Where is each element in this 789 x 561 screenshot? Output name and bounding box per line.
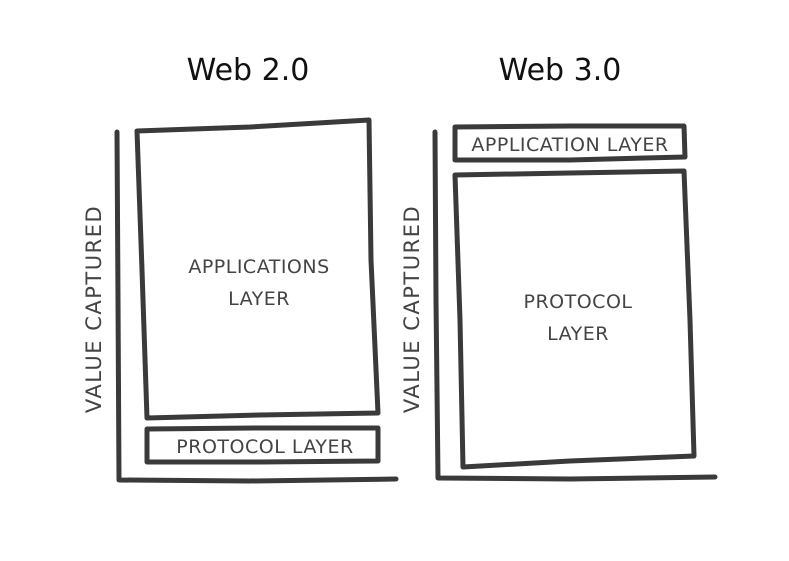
web2-panel: Web 2.0 VALUE CAPTURED APPLICATIONS LAYE…	[82, 53, 399, 484]
web3-protocol-layer-label-line2: LAYER	[547, 323, 609, 345]
web2-title: Web 2.0	[187, 53, 310, 88]
web2-axis-label: VALUE CAPTURED	[82, 205, 106, 413]
web3-panel: Web 3.0 VALUE CAPTURED APPLICATION LAYER…	[400, 53, 718, 482]
web3-title: Web 3.0	[499, 53, 622, 88]
web2-protocol-layer-box	[144, 425, 381, 465]
web2-applications-layer-label-line2: LAYER	[228, 288, 290, 310]
web3-axis-label: VALUE CAPTURED	[400, 205, 424, 413]
web3-axes	[432, 129, 718, 482]
web3-protocol-layer-label-line1: PROTOCOL	[524, 291, 633, 313]
web3-application-layer-box	[452, 123, 688, 163]
web2-axes	[114, 129, 399, 484]
web2-applications-layer-label-line1: APPLICATIONS	[188, 256, 329, 278]
web2-applications-layer-box	[134, 117, 381, 421]
web3-protocol-layer-box	[452, 168, 697, 470]
web3-application-layer-label: APPLICATION LAYER	[471, 134, 668, 156]
web2-protocol-layer-label: PROTOCOL LAYER	[176, 436, 353, 458]
